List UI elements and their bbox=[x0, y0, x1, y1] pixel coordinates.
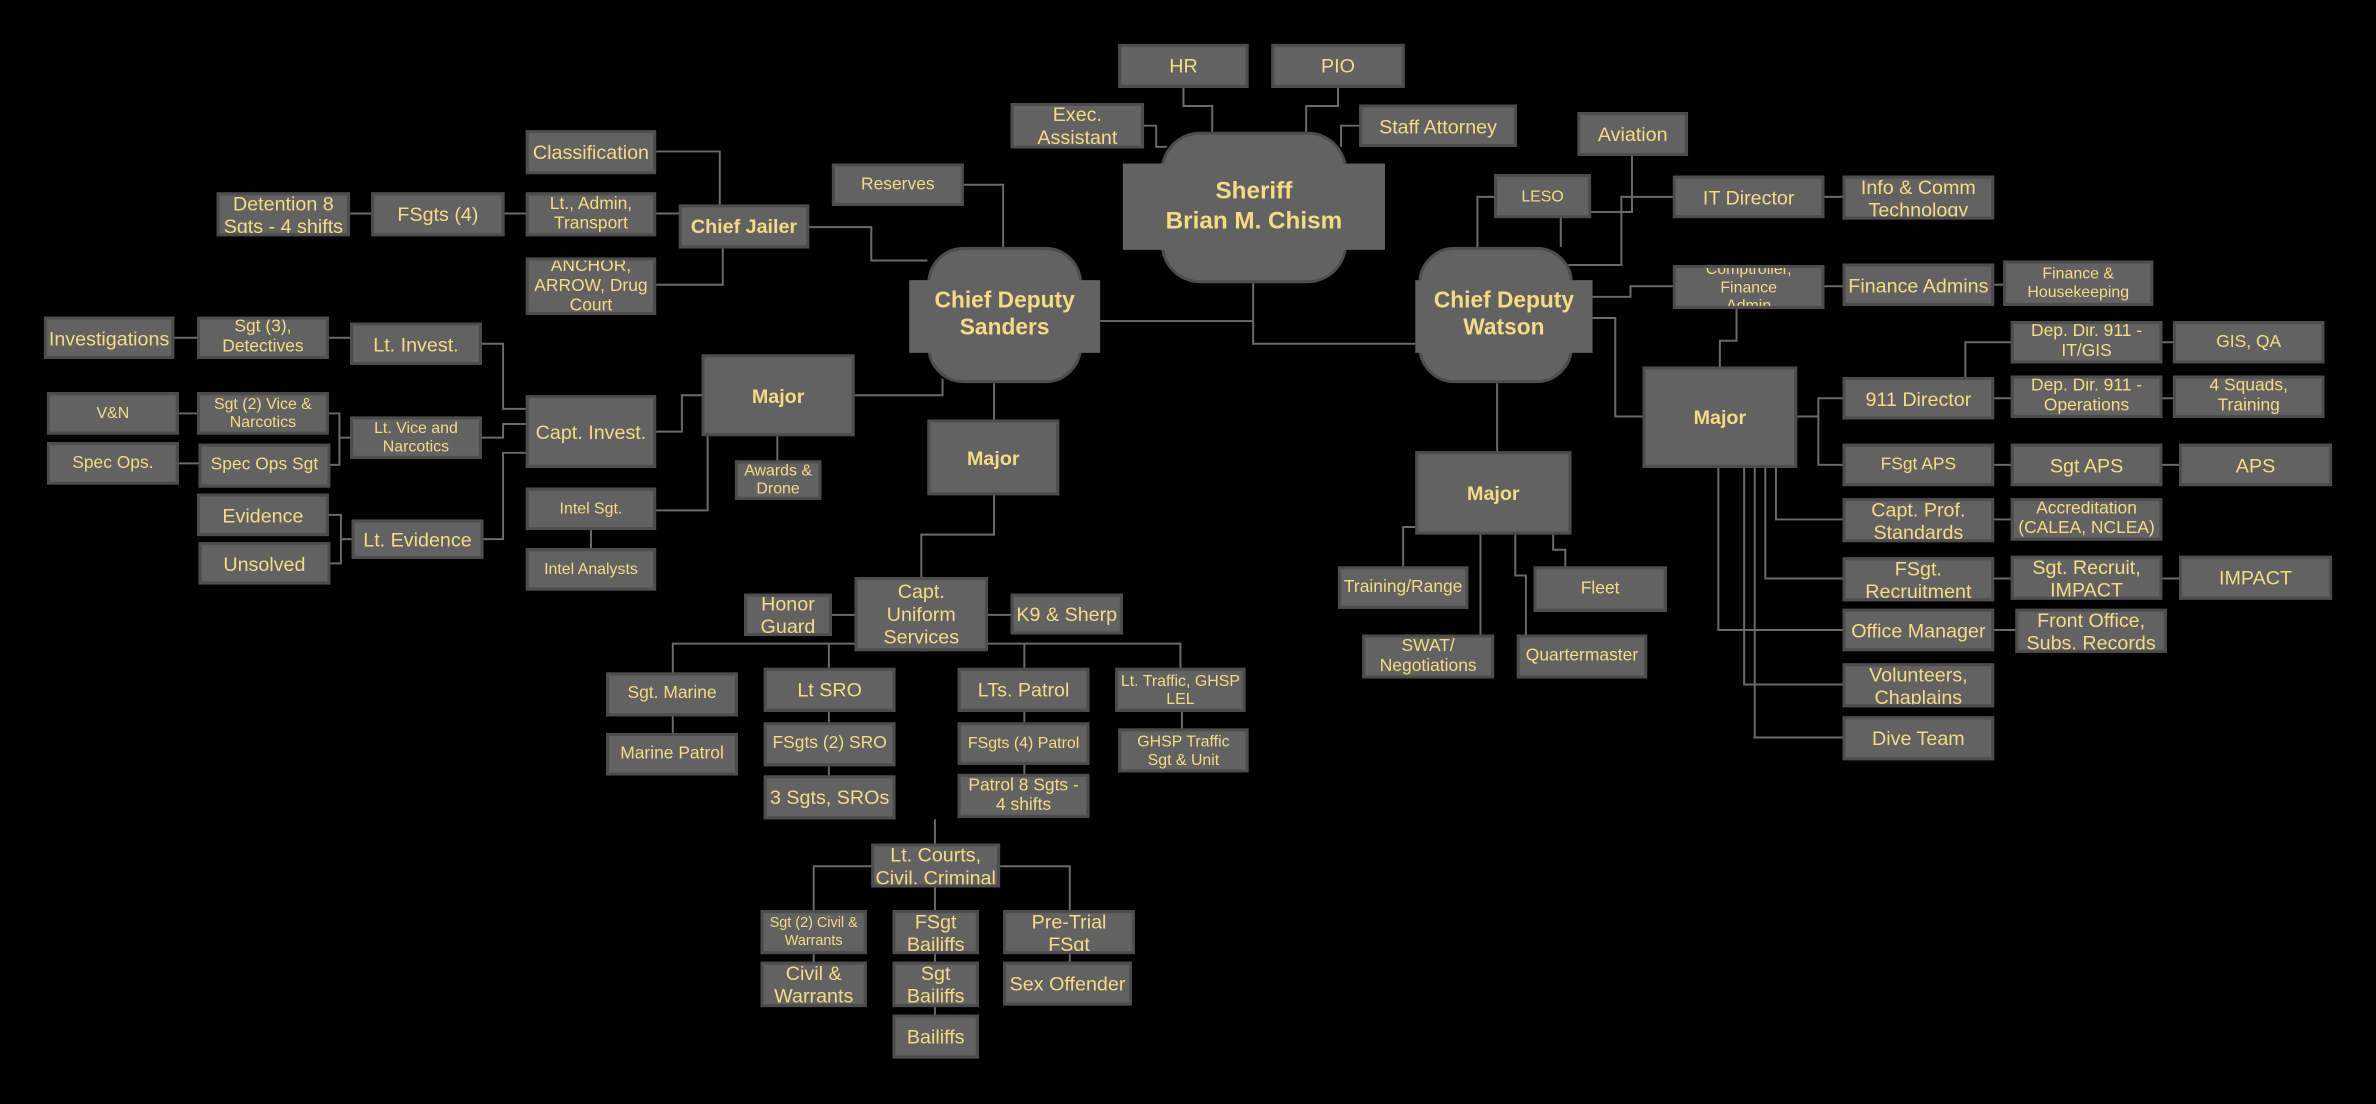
sgts-sro-node[interactable]: 3 Sgts, SROs bbox=[763, 775, 896, 820]
quartermaster-node[interactable]: Quartermaster bbox=[1516, 634, 1648, 679]
lt-traffic-node[interactable]: Lt. Traffic, GHSP LEL bbox=[1115, 667, 1246, 712]
sex-offender-node[interactable]: Sex Offender bbox=[1003, 961, 1132, 1006]
reserves-node[interactable]: Reserves bbox=[831, 163, 964, 206]
sgt-marine-node[interactable]: Sgt. Marine bbox=[606, 672, 738, 717]
gis-qa-node[interactable]: GIS, QA bbox=[2172, 321, 2325, 364]
dive-team-node[interactable]: Dive Team bbox=[1842, 716, 1995, 761]
office-manager-node[interactable]: Office Manager bbox=[1842, 608, 1995, 652]
exec-assistant-node[interactable]: Exec. Assistant bbox=[1010, 102, 1145, 149]
sgt-aps-node[interactable]: Sgt APS bbox=[2010, 443, 2163, 487]
lt-sro-node[interactable]: Lt SRO bbox=[763, 667, 896, 712]
finance-housekeeping-node[interactable]: Finance & Housekeeping bbox=[2003, 260, 2154, 306]
lt-invest-node[interactable]: Lt. Invest. bbox=[350, 322, 482, 365]
sgt-bailiffs-node[interactable]: Sgt Bailiffs bbox=[892, 961, 979, 1008]
volunteers-node[interactable]: Volunteers, Chaplains bbox=[1842, 663, 1995, 708]
front-office-node[interactable]: Front Office, Subs, Records bbox=[2015, 608, 2167, 653]
spec-ops-sgt-node[interactable]: Spec Ops Sgt bbox=[198, 443, 331, 488]
lt-evidence-node[interactable]: Lt. Evidence bbox=[351, 519, 484, 559]
911-director-node[interactable]: 911 Director bbox=[1842, 377, 1995, 420]
squads-training-node[interactable]: 4 Squads, Training bbox=[2172, 375, 2325, 418]
capt-invest-node[interactable]: Capt. Invest. bbox=[525, 395, 657, 468]
bailiffs-node[interactable]: Bailiffs bbox=[892, 1014, 979, 1059]
k9-sherp-node[interactable]: K9 & Sherp bbox=[1010, 593, 1123, 635]
impact-node[interactable]: IMPACT bbox=[2179, 555, 2333, 600]
awards-drone-node[interactable]: Awards & Drone bbox=[734, 460, 822, 500]
sheriff-node[interactable]: Sheriff Brian M. Chism bbox=[1122, 131, 1385, 284]
sgt-civil-node[interactable]: Sgt (2) Civil & Warrants bbox=[760, 910, 867, 955]
lt-admin-node[interactable]: Lt., Admin, Transport bbox=[525, 192, 657, 237]
evidence-node[interactable]: Evidence bbox=[196, 493, 329, 537]
chief-deputy-sanders-node[interactable]: Chief Deputy Sanders bbox=[909, 246, 1101, 384]
chief-deputy-watson-label: Chief Deputy Watson bbox=[1433, 287, 1575, 341]
lts-patrol-node[interactable]: LTs. Patrol bbox=[957, 667, 1090, 712]
fsgts-node[interactable]: FSgts (4) bbox=[371, 192, 505, 237]
major-watson-right-node[interactable]: Major bbox=[1642, 366, 1798, 468]
fsgts-patrol-node[interactable]: FSgts (4) Patrol bbox=[957, 722, 1090, 765]
investigations-node[interactable]: Investigations bbox=[43, 316, 175, 359]
fsgt-recruitment-node[interactable]: FSgt. Recruitment bbox=[1842, 557, 1995, 602]
civil-warrants-node[interactable]: Civil & Warrants bbox=[760, 961, 867, 1008]
lt-vice-node[interactable]: Lt. Vice and Narcotics bbox=[350, 416, 482, 459]
chief-deputy-sanders-label: Chief Deputy Sanders bbox=[934, 287, 1075, 341]
comptroller-node[interactable]: Comptroller, Finance Admin bbox=[1672, 265, 1825, 309]
spec-ops-node[interactable]: Spec Ops. bbox=[46, 442, 179, 485]
sheriff-label: Sheriff Brian M. Chism bbox=[1165, 178, 1343, 235]
unsolved-node[interactable]: Unsolved bbox=[198, 542, 331, 585]
aps-node[interactable]: APS bbox=[2179, 443, 2333, 487]
fsgts-sro-node[interactable]: FSgts (2) SRO bbox=[763, 722, 896, 767]
intel-sgt-node[interactable]: Intel Sgt. bbox=[525, 487, 657, 531]
fsgt-aps-node[interactable]: FSgt APS bbox=[1842, 443, 1995, 487]
dep-dir-itgis-node[interactable]: Dep. Dir. 911 - IT/GIS bbox=[2010, 321, 2163, 364]
dep-dir-ops-node[interactable]: Dep. Dir. 911 - Operations bbox=[2010, 375, 2163, 418]
major-watson-bottom-node[interactable]: Major bbox=[1415, 451, 1572, 535]
sgt-detectives-node[interactable]: Sgt (3), Detectives bbox=[196, 316, 329, 359]
vn-node[interactable]: V&N bbox=[46, 392, 179, 435]
capt-prof-standards-node[interactable]: Capt. Prof. Standards bbox=[1842, 498, 1995, 543]
sgt-vice-node[interactable]: Sgt (2) Vice & Narcotics bbox=[196, 392, 329, 435]
classification-node[interactable]: Classification bbox=[525, 130, 657, 175]
pio-node[interactable]: PIO bbox=[1271, 43, 1405, 88]
chief-deputy-watson-node[interactable]: Chief Deputy Watson bbox=[1415, 246, 1593, 384]
leso-node[interactable]: LESO bbox=[1494, 174, 1592, 219]
fleet-node[interactable]: Fleet bbox=[1533, 566, 1667, 612]
staff-attorney-node[interactable]: Staff Attorney bbox=[1359, 104, 1517, 147]
ghsp-traffic-node[interactable]: GHSP Traffic Sgt & Unit bbox=[1118, 728, 1249, 773]
major-left-node[interactable]: Major bbox=[701, 354, 855, 437]
hr-node[interactable]: HR bbox=[1118, 43, 1249, 88]
patrol-sgts-node[interactable]: Patrol 8 Sgts - 4 shifts bbox=[957, 773, 1090, 818]
pretrial-node[interactable]: Pre-Trial FSgt bbox=[1003, 910, 1135, 955]
detention-node[interactable]: Detention 8 Sgts - 4 shifts bbox=[216, 192, 351, 237]
fsgt-bailiffs-node[interactable]: FSgt Bailiffs bbox=[892, 910, 979, 955]
lt-courts-node[interactable]: Lt. Courts, Civil, Criminal bbox=[871, 843, 1001, 888]
training-range-node[interactable]: Training/Range bbox=[1338, 566, 1469, 609]
swat-node[interactable]: SWAT/ Negotiations bbox=[1362, 634, 1495, 679]
it-director-node[interactable]: IT Director bbox=[1672, 175, 1825, 219]
honor-guard-node[interactable]: Honor Guard bbox=[744, 593, 832, 637]
capt-uniform-node[interactable]: Capt. Uniform Services bbox=[854, 576, 988, 652]
intel-analysts-node[interactable]: Intel Analysts bbox=[525, 548, 657, 591]
info-comm-node[interactable]: Info & Comm Technology bbox=[1842, 175, 1995, 220]
major-center-node[interactable]: Major bbox=[927, 419, 1060, 496]
finance-admins-node[interactable]: Finance Admins bbox=[1842, 263, 1995, 306]
aviation-node[interactable]: Aviation bbox=[1577, 112, 1689, 156]
accreditation-node[interactable]: Accreditation (CALEA, NCLEA) bbox=[2010, 498, 2163, 541]
chief-jailer-node[interactable]: Chief Jailer bbox=[678, 204, 810, 249]
anchor-node[interactable]: ANCHOR, ARROW, Drug Court bbox=[525, 257, 657, 315]
marine-patrol-node[interactable]: Marine Patrol bbox=[606, 732, 738, 776]
sgt-recruit-node[interactable]: Sgt. Recruit, IMPACT bbox=[2010, 555, 2163, 600]
